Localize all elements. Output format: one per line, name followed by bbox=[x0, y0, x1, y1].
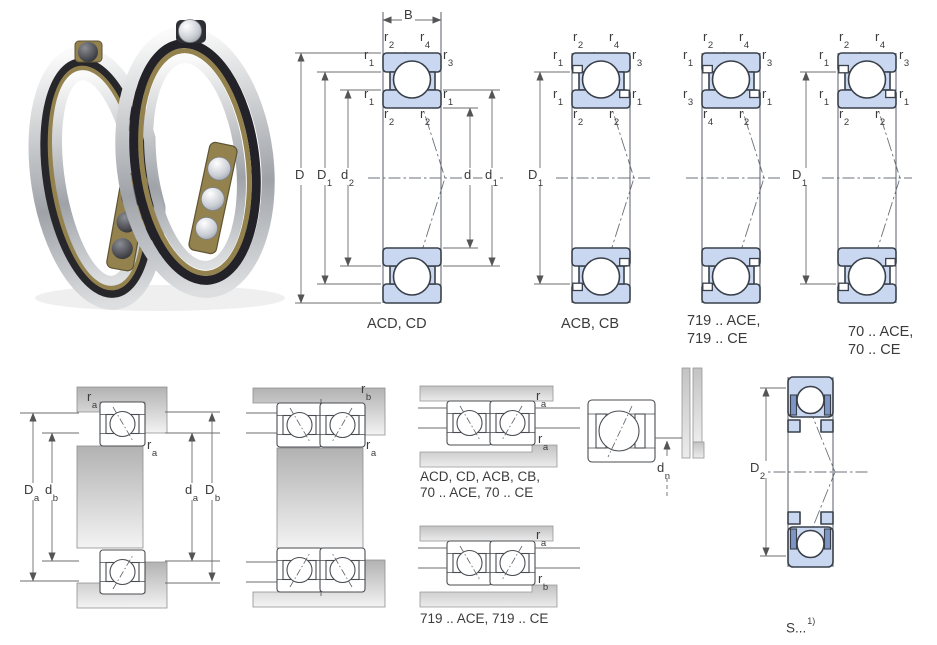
figure-70-ace-ce bbox=[800, 51, 912, 305]
label-r1: r1 bbox=[364, 47, 375, 69]
figure-acd-cd bbox=[295, 12, 503, 305]
label-r2: r2 bbox=[384, 29, 395, 51]
label-r1: r1 bbox=[553, 47, 564, 69]
caption-fillet-acd-line2: 70 .. ACE, 70 .. CE bbox=[420, 485, 534, 500]
label-ra: ra bbox=[147, 437, 158, 459]
label-ra: ra bbox=[366, 437, 377, 459]
label-Db: Db bbox=[203, 482, 222, 504]
label-da: da bbox=[183, 482, 200, 504]
label-r4: r4 bbox=[420, 29, 431, 51]
caption-sealed-s: S...1) bbox=[786, 616, 816, 636]
label-r3: r3 bbox=[899, 47, 910, 69]
caption-fillet-719: 719 .. ACE, 719 .. CE bbox=[420, 611, 549, 626]
caption-acb-cb: ACB, CB bbox=[561, 316, 620, 332]
cage-cutaway-right bbox=[188, 141, 238, 255]
label-r4: r4 bbox=[609, 29, 620, 51]
caption-70-ce: 70 .. CE bbox=[848, 342, 901, 358]
label-r2: r2 bbox=[420, 106, 431, 128]
figure-fillet-acd bbox=[418, 385, 580, 468]
caption-719-ace: 719 .. ACE, bbox=[687, 313, 761, 329]
label-ra: ra bbox=[536, 388, 547, 410]
label-r3: r3 bbox=[762, 47, 773, 69]
figure-dn bbox=[587, 367, 705, 498]
label-r3: r3 bbox=[632, 47, 643, 69]
label-r2: r2 bbox=[573, 106, 584, 128]
label-ra: ra bbox=[538, 431, 549, 453]
label-r2: r2 bbox=[703, 29, 714, 51]
label-r1: r1 bbox=[553, 86, 564, 108]
label-r2: r2 bbox=[839, 106, 850, 128]
label-d: d bbox=[462, 168, 474, 186]
label-r3: r3 bbox=[683, 86, 694, 108]
label-r4: r4 bbox=[739, 29, 750, 51]
label-r4: r4 bbox=[875, 29, 886, 51]
label-rb: rb bbox=[538, 571, 549, 593]
caption-acd-cd: ACD, CD bbox=[367, 316, 427, 332]
label-r2: r2 bbox=[739, 106, 750, 128]
label-D2: D2 bbox=[748, 460, 767, 482]
label-r1: r1 bbox=[632, 86, 643, 108]
label-ra: ra bbox=[536, 527, 547, 549]
label-r2: r2 bbox=[384, 106, 395, 128]
label-D1: D1 bbox=[526, 167, 545, 189]
label-r2: r2 bbox=[609, 106, 620, 128]
label-r1: r1 bbox=[443, 86, 454, 108]
label-db: db bbox=[43, 482, 60, 504]
figure-fillet-719 bbox=[418, 525, 580, 608]
label-r4: r4 bbox=[703, 106, 714, 128]
label-r1: r1 bbox=[683, 47, 694, 69]
label-D: D bbox=[293, 168, 307, 186]
label-r3: r3 bbox=[443, 47, 454, 69]
caption-fillet-acd-line1: ACD, CD, ACB, CB, bbox=[420, 469, 541, 484]
figure-abutment-single bbox=[20, 386, 220, 609]
figure-sealed-d2 bbox=[753, 376, 868, 568]
label-r1: r1 bbox=[899, 86, 910, 108]
label-r2: r2 bbox=[875, 106, 886, 128]
label-r1: r1 bbox=[762, 86, 773, 108]
label-D1: D1 bbox=[790, 167, 809, 189]
label-ra: ra bbox=[87, 389, 98, 411]
label-D1: D1 bbox=[315, 167, 334, 189]
label-r2: r2 bbox=[573, 29, 584, 51]
label-r1: r1 bbox=[819, 47, 830, 69]
label-B: B bbox=[402, 8, 415, 26]
label-Da: Da bbox=[22, 482, 41, 504]
label-r1: r1 bbox=[819, 86, 830, 108]
caption-70-ace: 70 .. ACE, bbox=[848, 324, 914, 340]
label-dn: dn bbox=[657, 460, 671, 482]
bearing-photo bbox=[28, 19, 285, 311]
label-r2: r2 bbox=[839, 29, 850, 51]
figure-abutment-paired bbox=[246, 387, 386, 608]
figure-719-ace-ce bbox=[686, 51, 780, 305]
label-d1: d1 bbox=[483, 167, 500, 189]
label-d2: d2 bbox=[339, 167, 356, 189]
label-rb: rb bbox=[361, 381, 372, 403]
label-r1: r1 bbox=[364, 86, 375, 108]
caption-719-ce: 719 .. CE bbox=[687, 331, 748, 347]
